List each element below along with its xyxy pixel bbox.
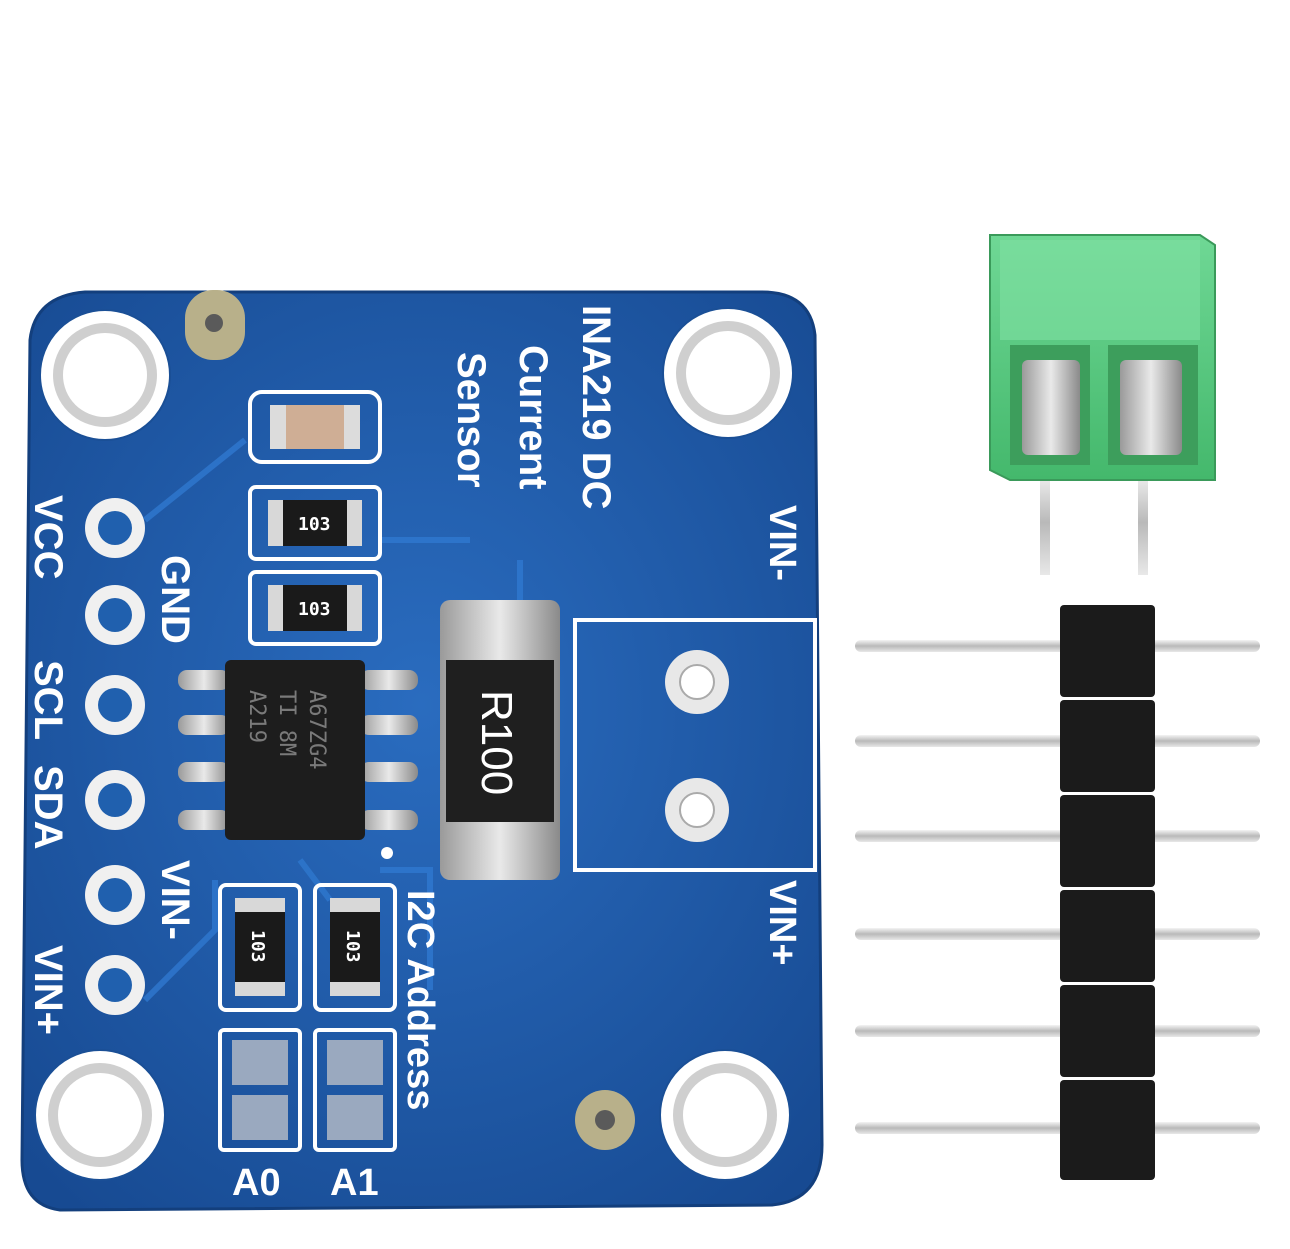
header-pins	[855, 640, 1260, 1134]
resistor-r1: 103	[248, 485, 382, 561]
chip-marking-line-2: TI 8M	[274, 690, 299, 756]
pin-label-sda: SDA	[26, 765, 70, 849]
pad-scl	[85, 675, 145, 735]
pad-sda	[85, 770, 145, 830]
pin-label-vin-minus: VIN-	[153, 860, 197, 940]
address-jumper-a0	[218, 1028, 302, 1152]
pin-header	[855, 605, 1260, 1180]
terminal-label-vin-plus: VIN+	[761, 880, 803, 966]
shunt-resistor: R100	[440, 600, 560, 880]
fiducial-top	[185, 290, 245, 360]
address-resistor-a1-marking: 103	[342, 930, 363, 963]
pin-label-scl: SCL	[26, 660, 70, 740]
terminal-label-vin-minus: VIN-	[761, 505, 803, 581]
pad-vin-plus	[85, 955, 145, 1015]
screw-terminal	[989, 234, 1216, 575]
address-jumper-a1	[313, 1028, 397, 1152]
resistor-r2-marking: 103	[298, 599, 331, 620]
mounting-hole-bottom-right	[659, 1049, 791, 1181]
i2c-address-label: I2C Address	[399, 890, 441, 1110]
terminal-pin-right	[1138, 470, 1148, 575]
pin-label-vin-plus: VIN+	[26, 945, 70, 1035]
terminal-clamp-left	[1022, 360, 1080, 455]
resistor-r2: 103	[248, 570, 382, 646]
pcb-traces	[142, 437, 523, 1003]
chip-marking-line-1: A219	[244, 690, 269, 743]
address-resistor-a1: 103	[313, 883, 397, 1012]
header-housing	[1060, 605, 1155, 1180]
mounting-hole-top-right	[662, 307, 794, 439]
mounting-hole-top-left	[39, 309, 171, 441]
terminal-footprint	[573, 618, 817, 872]
mounting-hole-bottom-left	[34, 1049, 166, 1181]
pin-label-vcc: VCC	[26, 495, 70, 579]
header-pads	[85, 498, 145, 1015]
pin-label-gnd: GND	[153, 555, 197, 644]
board-title-line-1: INA219 DC	[574, 305, 618, 510]
capacitor-top	[248, 390, 382, 464]
chip-leads-left	[178, 670, 230, 830]
board-title-line-3: Sensor	[449, 352, 493, 488]
chip-leads-right	[360, 670, 418, 830]
chip-marking-line-3: A67ZG4	[304, 690, 329, 769]
address-resistor-a0: 103	[218, 883, 302, 1012]
pad-vcc	[85, 498, 145, 558]
board-title-line-2: Current	[511, 345, 555, 489]
pad-vin-minus	[85, 865, 145, 925]
pad-gnd	[85, 585, 145, 645]
address-label-a1: A1	[330, 1162, 379, 1204]
shunt-resistor-label: R100	[472, 690, 521, 795]
resistor-r1-marking: 103	[298, 514, 331, 535]
address-label-a0: A0	[232, 1162, 281, 1204]
ina219-chip: A219 TI 8M A67ZG4	[178, 660, 418, 840]
pcb-board: VCC SCL SDA VIN+ GND VIN- INA219 DC Curr…	[20, 290, 824, 1212]
address-resistor-a0-marking: 103	[247, 930, 268, 963]
terminal-clamp-right	[1120, 360, 1182, 455]
fiducial-bottom	[575, 1090, 635, 1150]
pin1-dot	[381, 847, 393, 859]
terminal-pin-left	[1040, 470, 1050, 575]
